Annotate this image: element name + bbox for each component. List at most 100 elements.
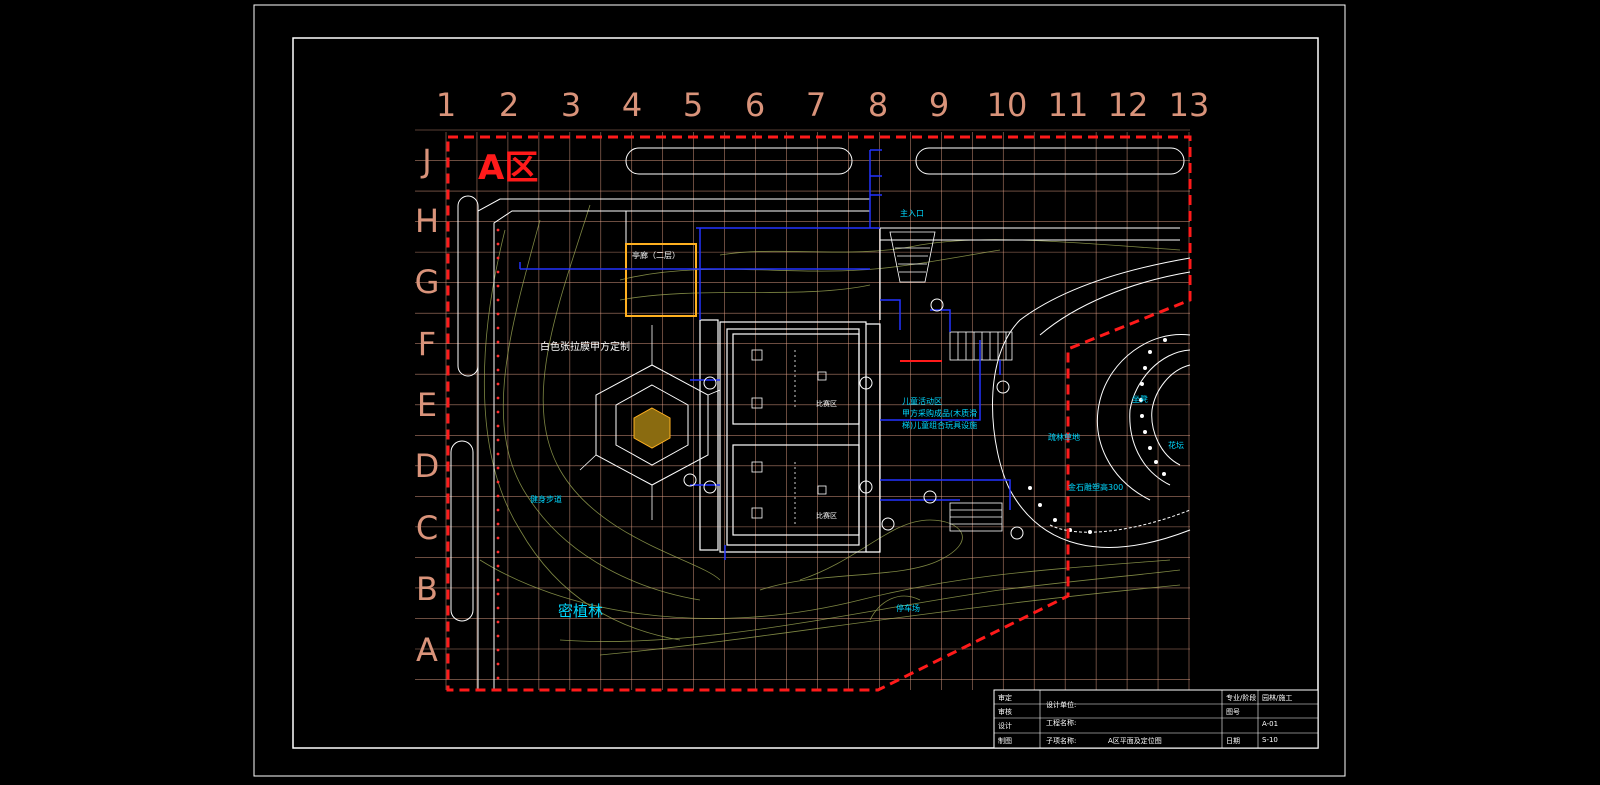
sheet-inner-frame <box>292 37 1319 749</box>
tree-marks <box>496 228 500 680</box>
callout-circles <box>683 298 1024 540</box>
tree-mark <box>496 452 500 456</box>
grid-column-label: 9 <box>929 86 949 124</box>
title-role-3: 制图 <box>998 736 1012 745</box>
grid-row-label: G <box>415 263 440 301</box>
label-parking: 停车场 <box>896 603 920 613</box>
tree-mark <box>496 648 500 652</box>
drawing-name: A区平面及定位图 <box>1108 736 1162 745</box>
tree-mark <box>496 396 500 400</box>
title-block-frame <box>993 689 1319 749</box>
grid-column-label: 5 <box>683 86 703 124</box>
drawing-label: 子项名称: <box>1046 736 1076 745</box>
annotation-labels: 主入口 亭廊（二层） 白色张拉膜甲方定制 密植林 比赛区 比赛区 金石雕塑高30… <box>530 208 1184 620</box>
pavilion-outline <box>625 243 697 317</box>
entrance-stairs <box>889 231 1013 532</box>
courts-block <box>699 228 881 553</box>
grid-column-label: 11 <box>1048 86 1089 124</box>
tree-mark <box>496 480 500 484</box>
grid-column-label: 7 <box>806 86 826 124</box>
grid-column-label: 10 <box>987 86 1028 124</box>
tree-mark <box>496 620 500 624</box>
tree-mark <box>496 424 500 428</box>
tree-mark <box>496 298 500 302</box>
label-dense-forest: 密植林 <box>558 602 603 620</box>
grid-column-label: 6 <box>745 86 765 124</box>
drawing-no-label: 图号 <box>1226 708 1240 716</box>
grid-column-label: 12 <box>1108 86 1149 124</box>
tree-mark <box>496 312 500 316</box>
label-bench: 坐凳 <box>1132 394 1148 404</box>
tree-mark <box>496 466 500 470</box>
project-label: 工程名称: <box>1046 718 1076 727</box>
tree-mark <box>496 242 500 246</box>
title-role-0: 审定 <box>998 693 1012 702</box>
zone-title: A区 <box>478 148 538 188</box>
tree-mark <box>496 494 500 498</box>
title-block-dividers <box>994 690 1318 748</box>
tree-mark <box>496 550 500 554</box>
tree-mark <box>496 354 500 358</box>
title-role-1: 审核 <box>998 707 1012 716</box>
tree-mark <box>496 662 500 666</box>
zone-boundary <box>446 135 1192 692</box>
grid-column-label: 4 <box>622 86 642 124</box>
label-zone-bottom-right: 比赛区 <box>816 511 837 520</box>
tree-mark <box>496 634 500 638</box>
grid-column-label: 8 <box>868 86 888 124</box>
grid-lines <box>415 129 1190 690</box>
date-label: 日期 <box>1226 737 1240 745</box>
tree-mark <box>496 228 500 232</box>
drawing-no-value: A-01 <box>1262 720 1278 728</box>
court-details <box>751 349 827 525</box>
tree-mark <box>496 676 500 680</box>
tree-mark <box>496 592 500 596</box>
tree-mark <box>496 508 500 512</box>
tree-mark <box>496 284 500 288</box>
tree-mark <box>496 256 500 260</box>
label-children-note-1: 甲方采购成品(木质滑 <box>902 408 977 418</box>
tree-mark <box>496 564 500 568</box>
callout-lines <box>519 149 1011 560</box>
title-block: 审定 审核 设计 制图 设计单位: 工程名称: 子项名称: A区平面及定位图 专… <box>993 689 1319 749</box>
grid-row-label: A <box>416 631 438 669</box>
label-white-membrane: 白色张拉膜甲方定制 <box>540 340 630 353</box>
tree-mark <box>496 578 500 582</box>
label-children-area: 儿童活动区 <box>902 396 942 406</box>
tree-mark <box>496 522 500 526</box>
label-gold-stone: 金石雕塑高300 <box>1068 482 1123 492</box>
label-lawn: 疏林草地 <box>1048 432 1080 442</box>
label-children-note-2: 梯)儿童组合玩具设施 <box>902 420 977 430</box>
grid-row-label: F <box>418 325 436 363</box>
design-unit-label: 设计单位: <box>1046 700 1076 709</box>
grid-row-label: J <box>420 142 431 180</box>
contour-lines <box>479 204 1181 656</box>
sheet-outer-frame <box>253 4 1346 777</box>
tree-mark <box>496 438 500 442</box>
label-pavilion: 亭廊（二层） <box>632 250 680 260</box>
grid-row-label: C <box>416 509 438 547</box>
grid-column-label: 2 <box>499 86 519 124</box>
discipline-label: 专业/阶段 <box>1226 693 1256 702</box>
grid-row-label: E <box>417 386 437 424</box>
circular-plaza <box>992 257 1191 548</box>
label-fitness: 健身步道 <box>530 494 562 504</box>
tree-mark <box>496 606 500 610</box>
grid-row-label: D <box>415 447 440 485</box>
tree-mark <box>496 536 500 540</box>
hexagon-pavilion <box>579 325 721 520</box>
tree-mark <box>496 382 500 386</box>
label-main-entrance: 主入口 <box>900 208 924 218</box>
tree-mark <box>496 340 500 344</box>
grid-column-label: 1 <box>436 86 456 124</box>
label-flower: 花坛 <box>1168 440 1184 450</box>
grid-column-label: 13 <box>1169 86 1210 124</box>
plaza-bench-ring <box>1028 338 1167 534</box>
tree-mark <box>496 368 500 372</box>
tree-mark <box>496 326 500 330</box>
sheet-value: S-10 <box>1262 736 1278 744</box>
grid-row-label: B <box>416 570 438 608</box>
